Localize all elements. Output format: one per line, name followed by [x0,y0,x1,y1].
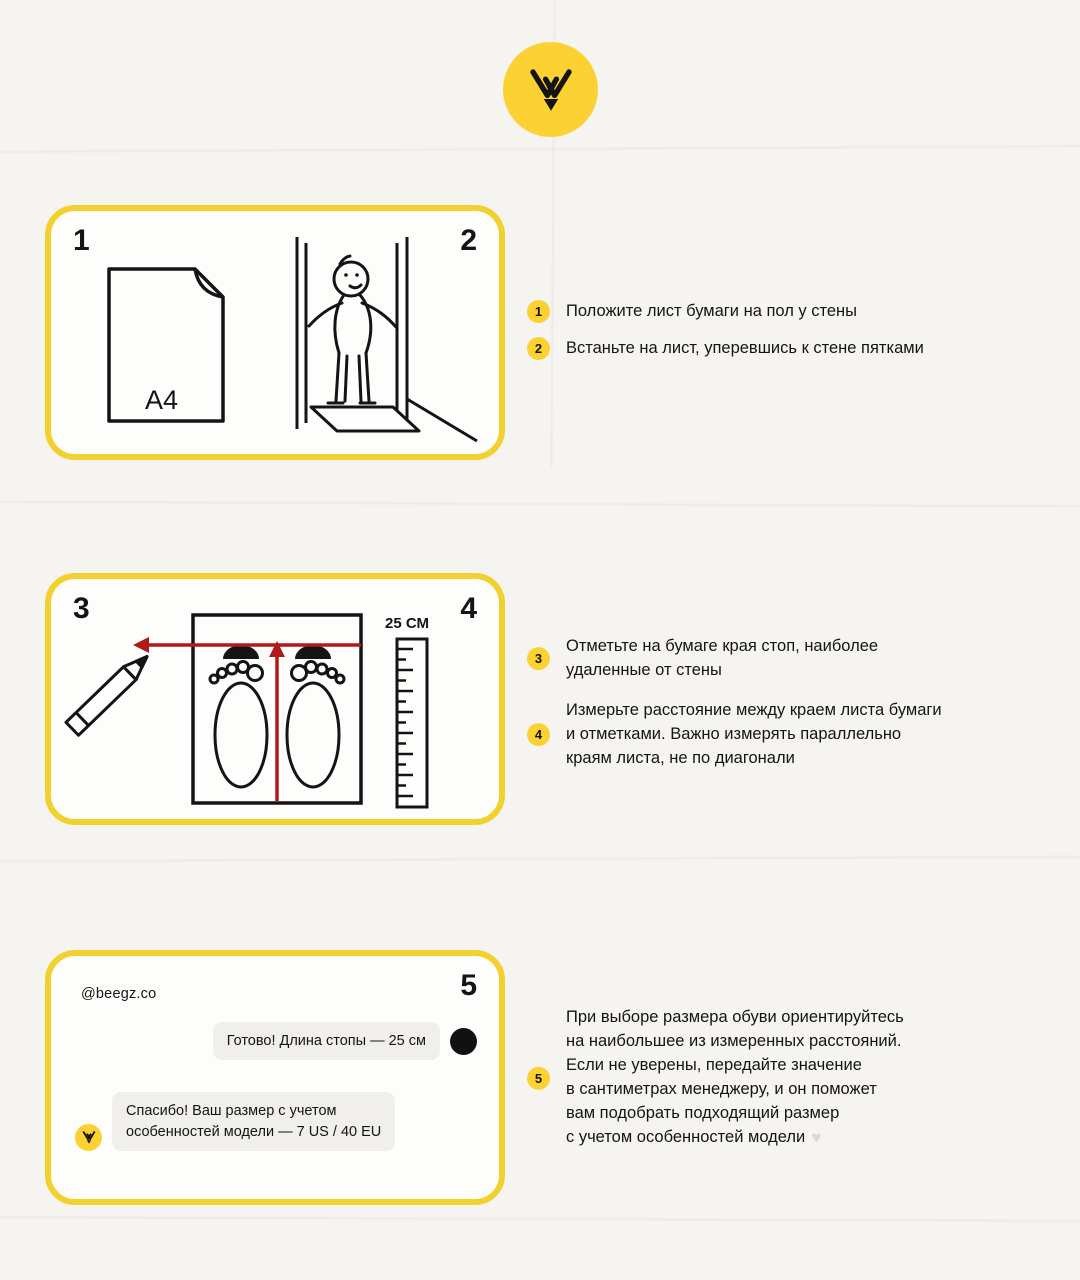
step-badge-2: 2 [527,337,550,361]
step-text-1: Положите лист бумаги на пол у стены [566,302,858,321]
foot-measuring-illustration: 25 СМ [64,613,429,809]
instruction-step-1: 1 Положите лист бумаги на пол у стены [527,300,1072,324]
chat-bubble-incoming: Спасибо! Ваш размер с учетом особенносте… [112,1092,396,1151]
card-step-number-3: 3 [73,592,90,625]
paper-on-floor-drawing [309,405,421,433]
paper-crease [0,1216,1080,1222]
step-badge-5: 5 [527,1066,550,1090]
card-step-number-1: 1 [73,224,90,257]
paper-crease [0,500,1080,508]
card-step-number-4: 4 [460,592,477,625]
step-text-2: Встаньте на лист, уперевшись к стене пят… [566,339,924,358]
chat-bubble-outgoing: Готово! Длина стопы — 25 см [212,1022,440,1061]
step-badge-3: 3 [527,647,550,671]
step-text-5: При выборе размера обуви ориентируйтесь … [566,1006,904,1150]
paper-crease [0,145,1080,153]
step-card-3-4: 3 4 [45,573,505,825]
chat-message-outgoing: Готово! Длина стопы — 25 см [212,1022,477,1061]
card-step-number-2: 2 [460,224,477,257]
step-text-3: Отметьте на бумаге края стоп, наиболее у… [566,637,879,679]
step-card-1-2: 1 2 A4 [45,205,505,460]
pencil-icon [64,655,149,737]
pencil-mark-left [223,645,259,659]
instruction-step-4: 4 Измерьте расстояние между краем листа … [527,699,1072,771]
instruction-step-5: 5 При выборе размера обуви ориентируйтес… [527,1006,1072,1150]
white-heart-icon: ♥ [811,1127,822,1147]
step-text-4: Измерьте расстояние между краем листа бу… [566,701,942,767]
step-text-5-body: При выборе размера обуви ориентируйтесь … [566,1007,904,1146]
card-step-number-5: 5 [460,969,477,1002]
step-card-5-chat: @beegz.co 5 Готово! Длина стопы — 25 см … [45,950,505,1205]
step-badge-1: 1 [527,300,550,324]
paper-and-doorway-illustration: A4 [107,237,478,443]
brand-handle: @beegz.co [81,986,157,1002]
a4-sheet-drawing [107,267,225,423]
pencil-mark-right [295,645,331,659]
ruler-label: 25 СМ [385,615,429,632]
feet-drawing [208,660,346,789]
measurement-lines [133,637,361,801]
doorway-drawing [295,237,478,443]
instruction-step-2: 2 Встаньте на лист, уперевшись к стене п… [527,337,1072,361]
brand-logo [503,42,598,137]
beegz-logo-icon [82,1131,95,1144]
a4-label: A4 [145,385,178,415]
person-drawing [307,254,398,405]
beegz-logo-icon [529,68,572,111]
customer-avatar [450,1027,477,1055]
brand-avatar [75,1124,102,1151]
ruler-icon [395,637,429,809]
chat-message-incoming: Спасибо! Ваш размер с учетом особенносте… [75,1092,396,1151]
step-badge-4: 4 [527,723,550,747]
paper-crease [0,855,1080,863]
instruction-step-3: 3 Отметьте на бумаге края стоп, наиболее… [527,635,1072,683]
